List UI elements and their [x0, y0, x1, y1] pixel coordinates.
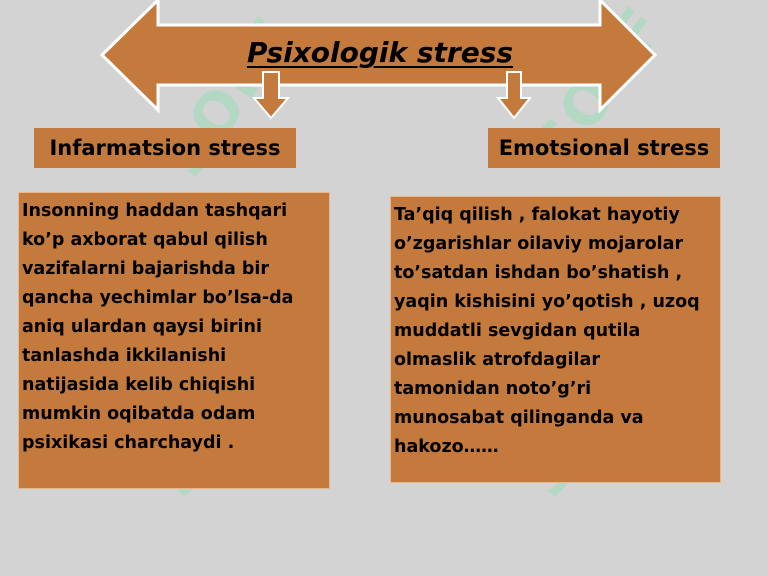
emotional-stress-description: Ta’qiq qilish , falokat hayotiy o’zgaris…	[390, 196, 721, 483]
diagram-title: Psixologik stress	[246, 36, 514, 69]
informational-stress-label: Infarmatsion stress	[34, 128, 296, 168]
down-arrow-right	[495, 71, 533, 120]
down-arrow-left	[251, 71, 291, 120]
emotional-stress-label: Emotsional stress	[488, 128, 720, 168]
informational-stress-description: Insonning haddan tashqari ko’p axborat q…	[18, 192, 330, 489]
